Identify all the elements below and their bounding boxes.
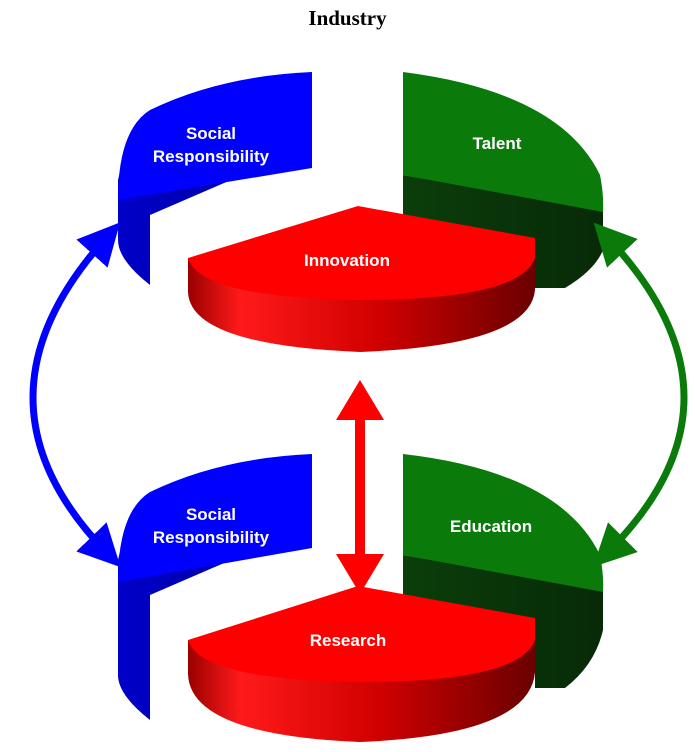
top-green-slice-side [403, 175, 603, 288]
blue-double-arrow [29, 222, 121, 568]
bottom-right-label: Education [450, 517, 532, 536]
top-red-slice-top [188, 206, 535, 300]
bottom-left-label-line2: Responsibility [153, 528, 270, 547]
top-right-label: Talent [473, 134, 522, 153]
top-center-label: Innovation [304, 251, 390, 270]
top-green-slice-top [403, 72, 604, 212]
bottom-green-slice-side [403, 555, 603, 688]
top-left-label-line2: Responsibility [153, 147, 270, 166]
bottom-center-label: Research [310, 631, 387, 650]
top-pie [118, 72, 604, 352]
bottom-red-slice-top [188, 586, 535, 682]
bottom-pie [118, 454, 604, 742]
bottom-left-label-line1: Social [186, 505, 236, 524]
bottom-blue-slice-top [118, 454, 312, 582]
top-blue-slice-top [118, 72, 312, 200]
red-double-arrow [336, 380, 384, 594]
bottom-green-slice-top [403, 454, 604, 592]
top-left-label-line1: Social [186, 124, 236, 143]
green-double-arrow [593, 222, 688, 567]
diagram-title: Industry [308, 6, 387, 30]
